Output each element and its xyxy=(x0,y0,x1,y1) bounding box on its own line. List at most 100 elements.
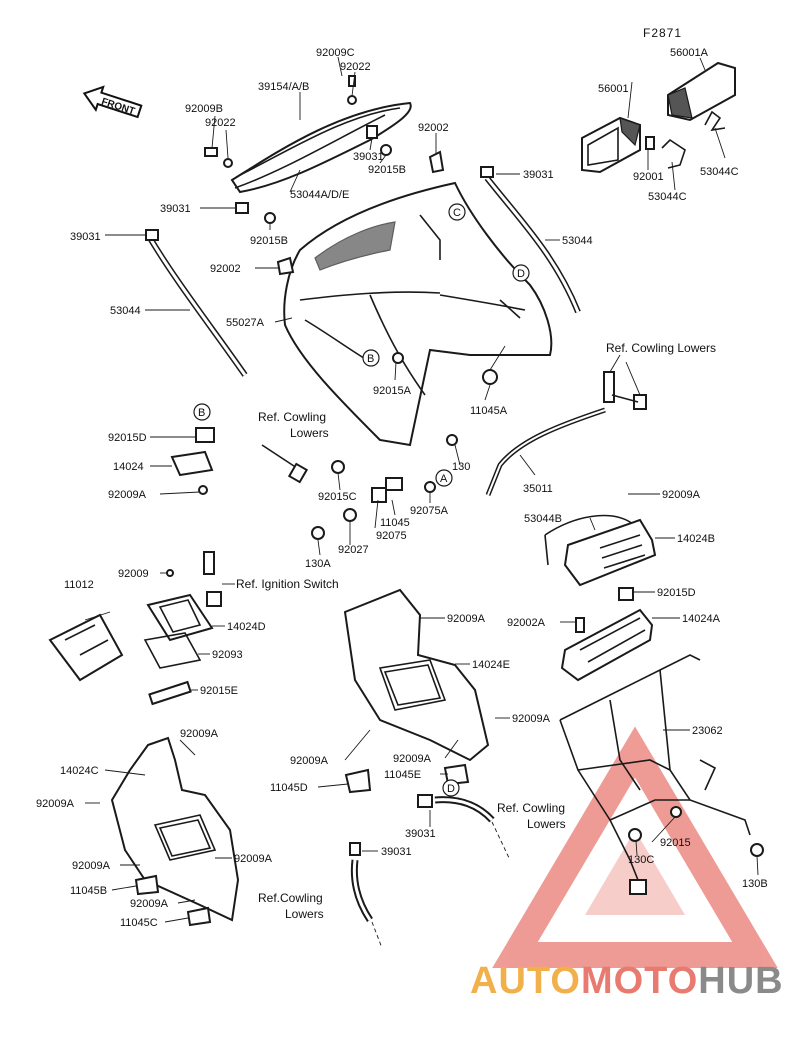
mirror-left-part xyxy=(581,116,641,174)
part-label: 11012 xyxy=(64,579,94,591)
part-label: 39031 xyxy=(353,151,384,163)
part-label: 14024A xyxy=(682,613,721,625)
part-label: 53044 xyxy=(110,305,141,317)
ignition-cover-group xyxy=(48,551,222,706)
marker-d-label: D xyxy=(517,268,525,280)
part-label: 92075A xyxy=(410,505,449,517)
part-label: 130A xyxy=(305,558,331,570)
part-label: 92002A xyxy=(507,617,546,629)
wm-part1: AUTO xyxy=(470,960,581,1002)
part-label: 39031 xyxy=(70,231,101,243)
marker-c-label: C xyxy=(453,207,461,219)
part-label: 14024E xyxy=(472,659,510,671)
part-label: 92015B xyxy=(368,164,406,176)
part-label: 11045D xyxy=(270,782,308,794)
part-label: 92009A xyxy=(180,728,219,740)
marker-a: A xyxy=(435,469,453,487)
part-label: 53044C xyxy=(700,166,739,178)
part-label: 56001A xyxy=(670,47,709,59)
part-label: 39031 xyxy=(405,828,436,840)
ref-cowling-lowers-right: Ref. Cowling Lowers xyxy=(606,341,716,355)
part-label: 53044B xyxy=(524,513,562,525)
inner-panel-14024c-part xyxy=(110,736,240,927)
part-label: 92009A xyxy=(662,489,701,501)
part-label: 35011 xyxy=(523,483,553,495)
part-label: 14024B xyxy=(677,533,715,545)
inner-panel-14024e-part xyxy=(343,588,490,794)
part-label: 92015C xyxy=(318,491,357,503)
part-label: 92022 xyxy=(205,117,236,129)
figure-code: F2871 xyxy=(643,26,682,40)
part-label: 92009A xyxy=(130,898,169,910)
part-label: 56001 xyxy=(598,83,629,95)
trim-strip-left-part xyxy=(147,236,248,377)
part-label: 11045C xyxy=(120,917,158,929)
frame-stay-part xyxy=(559,654,764,895)
upper-cowling-part xyxy=(283,181,553,447)
part-label: 53044 xyxy=(562,235,593,247)
part-label: 11045A xyxy=(470,405,508,417)
marker-b2: B xyxy=(193,403,211,421)
part-label: 92001 xyxy=(633,171,664,183)
circle-markers: C D B A B D xyxy=(193,203,530,797)
cowling-lower-pin-right xyxy=(603,371,647,410)
part-label: 92015E xyxy=(200,685,238,697)
part-label: 14024C xyxy=(60,765,99,777)
part-label: 39031 xyxy=(523,169,554,181)
part-label: 92015D xyxy=(657,587,696,599)
part-label: 55027A xyxy=(226,317,265,329)
part-label: 39031 xyxy=(160,203,191,215)
part-label: 11045E xyxy=(384,769,421,781)
part-label: 92002 xyxy=(418,122,449,134)
part-label: 53044A/D/E xyxy=(290,189,349,201)
part-label: 130C xyxy=(628,854,654,866)
right-panel-group xyxy=(544,514,657,682)
part-label: 92015B xyxy=(250,235,288,247)
part-label: 92009B xyxy=(185,103,223,115)
ref-ignition-switch: Ref. Ignition Switch xyxy=(236,577,339,591)
marker-d2-label: D xyxy=(447,783,455,795)
part-label: 39154/A/B xyxy=(258,81,309,93)
watermark-text: AUTOMOTOHUB xyxy=(470,960,784,1002)
mirror-right-part xyxy=(667,61,736,122)
svg-text:AUTOMOTOHUB: AUTOMOTOHUB xyxy=(470,960,784,1002)
marker-b2-label: B xyxy=(198,407,205,419)
brace-rod-part xyxy=(485,407,606,496)
part-label: 130B xyxy=(742,878,768,890)
leader-lines xyxy=(84,56,759,923)
marker-d: D xyxy=(512,264,530,282)
part-labels: 92009C 92022 39154/A/B 92009B 92022 3903… xyxy=(36,47,768,929)
part-label: 92009A xyxy=(512,713,551,725)
part-label: 92002 xyxy=(210,263,241,275)
part-label: 92009A xyxy=(108,489,147,501)
part-label: 53044C xyxy=(648,191,687,203)
part-label: 92009A xyxy=(234,853,273,865)
front-arrow-icon: FRONT xyxy=(82,85,143,119)
part-label: 23062 xyxy=(692,725,723,737)
wm-part2: MOTO xyxy=(581,960,698,1002)
wm-part3: HUB xyxy=(698,960,783,1002)
part-label: 92015 xyxy=(660,837,691,849)
marker-c: C xyxy=(448,203,466,221)
part-label: 11045 xyxy=(380,517,410,529)
marker-b-label: B xyxy=(367,353,374,365)
part-label: 92027 xyxy=(338,544,369,556)
bottom-trim-hoses xyxy=(349,794,511,949)
part-label: 11045B xyxy=(70,885,107,897)
part-label: 92009A xyxy=(72,860,111,872)
marker-a-label: A xyxy=(440,473,448,485)
part-label: 92009A xyxy=(36,798,75,810)
bracket-14024-part xyxy=(170,427,215,495)
part-label: 92009A xyxy=(447,613,486,625)
part-label: 92009 xyxy=(118,568,149,580)
part-label: 92093 xyxy=(212,649,243,661)
part-label: 92015D xyxy=(108,432,147,444)
part-label: 14024D xyxy=(227,621,266,633)
fastener-cluster xyxy=(311,352,498,540)
part-label: 92009C xyxy=(316,47,355,59)
